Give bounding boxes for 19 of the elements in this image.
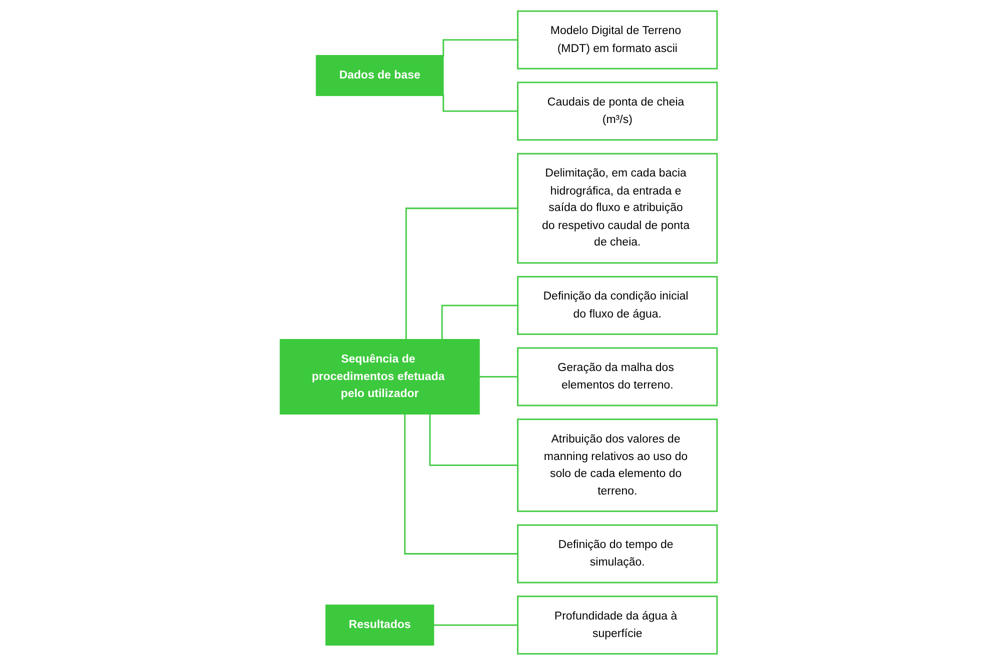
node-box: Dados de base bbox=[316, 55, 444, 96]
node-box: Delimitação, em cada bacia hidrográfica, da entrada e saída do fluxo e atribuição do respetivo caudal de ponta de cheia. bbox=[517, 152, 718, 264]
node-box: Caudais de ponta de cheia (m³/s) bbox=[517, 82, 718, 141]
node-box: Definição do tempo de simulação. bbox=[517, 524, 718, 584]
connector bbox=[442, 39, 518, 56]
node-box: Definição da condição inicial do fluxo de água. bbox=[517, 276, 718, 335]
node-box: Geração da malha dos elementos do terreno. bbox=[517, 347, 718, 406]
connector bbox=[479, 376, 518, 378]
node-box: Resultados bbox=[326, 604, 435, 646]
node-box: Atribuição dos valores de manning relativos ao uso do solo de cada elemento do terreno. bbox=[517, 418, 718, 512]
connector bbox=[406, 208, 518, 340]
node-box: Modelo Digital de Terreno (MDT) em formato ascii bbox=[517, 10, 718, 70]
node-box: Sequência de procedimentos efetuada pelo utilizador bbox=[280, 339, 480, 415]
connector bbox=[442, 94, 518, 112]
node-box: Profundidade da água à superfície bbox=[517, 596, 718, 655]
connector bbox=[433, 624, 518, 626]
connector bbox=[404, 414, 518, 555]
connector bbox=[430, 414, 518, 466]
connector bbox=[442, 304, 518, 340]
